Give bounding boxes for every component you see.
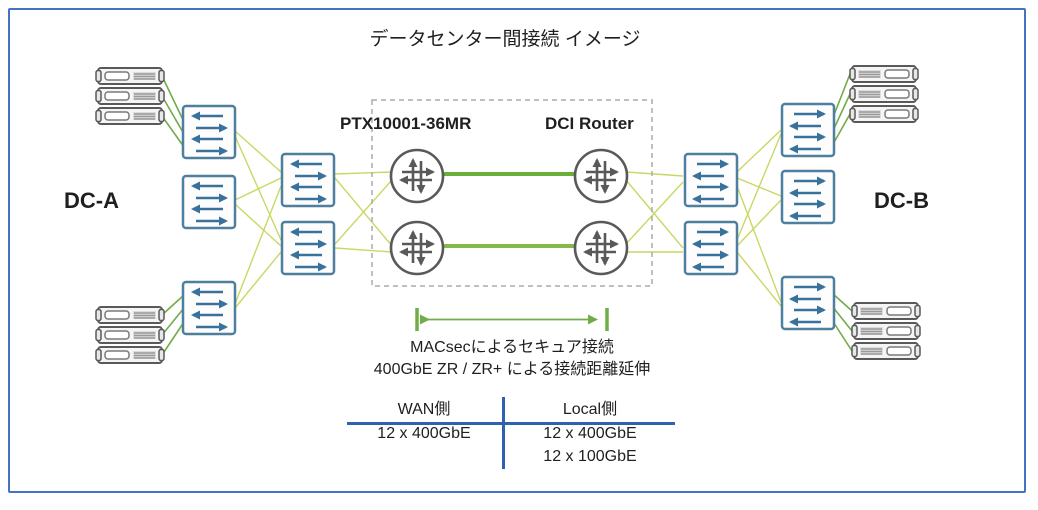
macsec-annotation: MACsecによるセキュア接続 400GbE ZR / ZR+ による接続距離延… xyxy=(322,337,702,381)
rack-server-icon xyxy=(95,306,165,324)
server-stack-dca-top xyxy=(95,67,165,125)
macsec-line2: 400GbE ZR / ZR+ による接続距離延伸 xyxy=(373,361,651,378)
switch-icon xyxy=(183,176,235,228)
switch-icon xyxy=(685,154,737,206)
dcb-spine-switches xyxy=(685,154,737,274)
macsec-span-arrow xyxy=(415,308,609,331)
rack-server-icon xyxy=(849,65,919,83)
dci-router-label: DCI Router xyxy=(545,114,634,133)
fabric-links xyxy=(234,129,782,309)
ptx-router-label: PTX10001-36MR xyxy=(340,114,472,133)
router-icon xyxy=(391,150,443,202)
rack-server-icon xyxy=(851,342,921,360)
router-icon xyxy=(391,222,443,274)
rack-server-icon xyxy=(95,87,165,105)
switch-icon xyxy=(782,171,834,223)
dca-spine-switches xyxy=(282,154,334,274)
diagram-title: データセンター間接続 イメージ xyxy=(369,29,641,50)
rack-server-icon xyxy=(851,302,921,320)
local-ports-cell-1: 12 x 400GbE xyxy=(543,425,637,442)
local-ports-cell-2: 12 x 100GbE xyxy=(543,448,637,465)
port-table: WAN側 12 x 400GbE Local側 12 x 400GbE 12 x… xyxy=(347,397,675,469)
dci-links xyxy=(443,172,575,248)
outer-frame xyxy=(8,8,1026,493)
switch-icon xyxy=(685,222,737,274)
switch-icon xyxy=(282,222,334,274)
table-horizontal-rule xyxy=(347,422,675,425)
dca-access-switches xyxy=(183,106,235,334)
local-column: Local側 12 x 400GbE 12 x 100GbE xyxy=(505,399,675,468)
wan-column: WAN側 12 x 400GbE xyxy=(347,399,501,445)
wan-column-header: WAN側 xyxy=(397,401,451,418)
dci-routers xyxy=(391,150,627,274)
rack-server-icon xyxy=(95,67,165,85)
server-stack-dcb-top xyxy=(849,65,919,123)
rack-server-icon xyxy=(849,85,919,103)
router-icon xyxy=(575,150,627,202)
table-vertical-rule xyxy=(502,397,505,469)
macsec-line1: MACsecによるセキュア接続 xyxy=(410,339,614,356)
switch-icon xyxy=(183,106,235,158)
rack-server-icon xyxy=(849,105,919,123)
switch-icon xyxy=(782,277,834,329)
wan-ports-cell: 12 x 400GbE xyxy=(377,425,471,442)
dc-b-label: DC-B xyxy=(874,188,929,213)
rack-server-icon xyxy=(95,326,165,344)
switch-icon xyxy=(282,154,334,206)
dcb-access-switches xyxy=(782,104,834,329)
dci-dashed-box xyxy=(371,99,653,287)
dc-a-label: DC-A xyxy=(64,188,119,213)
switch-icon xyxy=(183,282,235,334)
rack-server-icon xyxy=(95,107,165,125)
server-stack-dcb-bottom xyxy=(851,302,921,360)
switch-icon xyxy=(782,104,834,156)
server-stack-dca-bottom xyxy=(95,306,165,364)
rack-server-icon xyxy=(95,346,165,364)
router-icon xyxy=(575,222,627,274)
rack-server-icon xyxy=(851,322,921,340)
local-column-header: Local側 xyxy=(562,401,618,418)
